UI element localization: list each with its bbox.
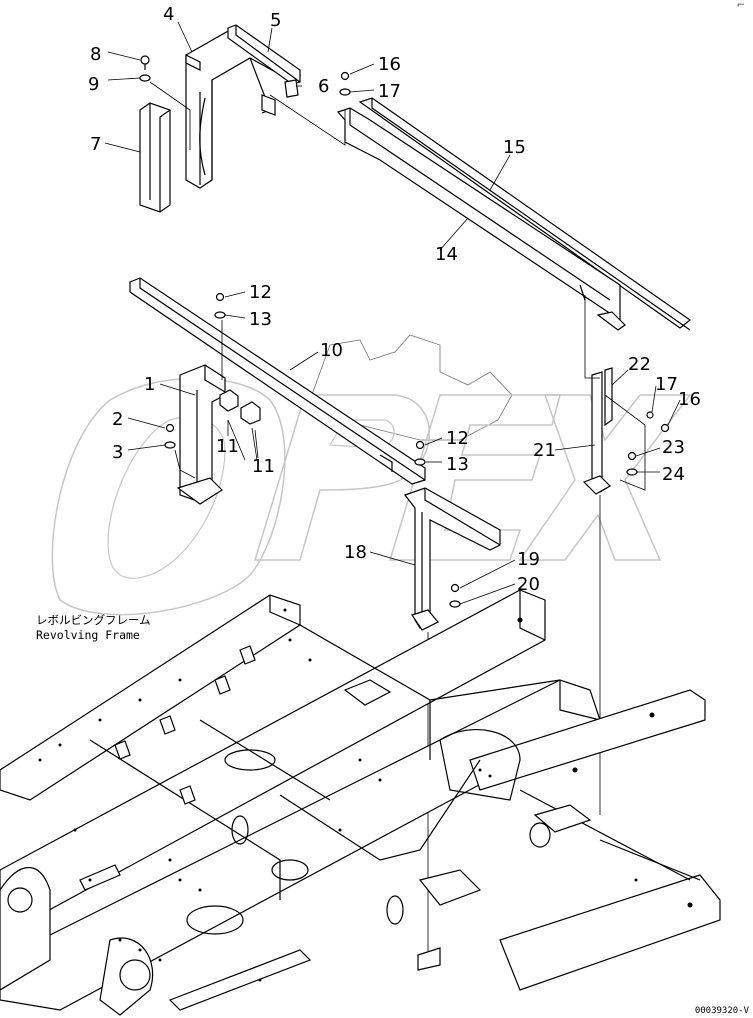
callout-13-upper: 13 bbox=[249, 309, 272, 330]
pad-7 bbox=[139, 102, 171, 213]
washer-13-upper bbox=[214, 311, 226, 319]
callout-1: 1 bbox=[144, 374, 155, 395]
callout-7: 7 bbox=[90, 134, 101, 155]
callout-14: 14 bbox=[435, 244, 458, 265]
callout-5: 5 bbox=[270, 10, 281, 31]
callout-20: 20 bbox=[517, 574, 540, 595]
leader-bolt-path bbox=[149, 81, 191, 150]
corner-mark: ⌐ bbox=[736, 0, 745, 11]
drawing-number: 00039320-V bbox=[694, 1006, 749, 1016]
washer-24 bbox=[626, 468, 638, 476]
callout-23: 23 bbox=[662, 437, 685, 458]
callout-labels: 4 5 8 9 7 6 16 17 15 14 12 13 10 1 2 3 1… bbox=[88, 4, 701, 595]
callout-2: 2 bbox=[112, 409, 123, 430]
callout-16-right: 16 bbox=[678, 389, 701, 410]
watermark-logo bbox=[51, 334, 692, 616]
support-21 bbox=[582, 371, 612, 495]
callout-6: 6 bbox=[318, 76, 329, 97]
bolt-23 bbox=[627, 451, 637, 461]
callout-10: 10 bbox=[320, 340, 343, 361]
cover-plate-6 bbox=[284, 79, 299, 98]
revolving-frame bbox=[0, 589, 721, 1016]
washer-9 bbox=[139, 74, 151, 82]
frame-label-english: Revolving Frame bbox=[36, 628, 140, 642]
bolt-16-right bbox=[660, 423, 670, 433]
callout-3: 3 bbox=[112, 442, 123, 463]
rail-5 bbox=[227, 24, 301, 85]
washer-17-top bbox=[339, 88, 351, 96]
bolt-16-top bbox=[340, 71, 350, 81]
bolt-2 bbox=[165, 423, 175, 433]
leader-plate-6 bbox=[269, 94, 346, 146]
callout-21: 21 bbox=[533, 440, 556, 461]
bolt-12-upper bbox=[215, 292, 225, 302]
callout-16-top: 16 bbox=[378, 54, 401, 75]
callout-12-upper: 12 bbox=[249, 282, 272, 303]
callout-22: 22 bbox=[628, 354, 651, 375]
leader-lines bbox=[104, 21, 681, 605]
support-1 bbox=[176, 364, 226, 505]
callout-18: 18 bbox=[344, 542, 367, 563]
callout-19: 19 bbox=[517, 549, 540, 570]
bolt-8 bbox=[140, 55, 150, 70]
bracket-14 bbox=[336, 107, 626, 331]
leader-support-1 bbox=[174, 320, 223, 479]
pad-11b bbox=[240, 401, 261, 425]
callout-11-b: 11 bbox=[252, 456, 275, 477]
bolt-12-lower bbox=[415, 440, 425, 450]
callout-12-lower: 12 bbox=[446, 428, 469, 449]
rail-15 bbox=[358, 97, 692, 331]
callout-17-top: 17 bbox=[378, 81, 401, 102]
support-18 bbox=[404, 487, 501, 631]
cross-beam-10 bbox=[129, 277, 426, 485]
callout-9: 9 bbox=[88, 74, 99, 95]
callout-15: 15 bbox=[503, 137, 526, 158]
callout-4: 4 bbox=[163, 4, 174, 25]
washer-20 bbox=[449, 600, 461, 608]
bolt-17-right bbox=[646, 411, 654, 419]
callout-13-lower: 13 bbox=[446, 454, 469, 475]
leader-support-21 bbox=[584, 295, 646, 491]
washer-3 bbox=[164, 441, 176, 449]
callout-17-right: 17 bbox=[655, 374, 678, 395]
leader-pad-11 bbox=[227, 419, 258, 461]
callout-11-a: 11 bbox=[216, 436, 239, 457]
bolt-19 bbox=[450, 583, 460, 593]
frame-label-japanese: レボルビングフレーム bbox=[36, 613, 151, 627]
plate-22 bbox=[604, 367, 613, 427]
washer-13-lower bbox=[414, 458, 426, 466]
revolving-frame-label: レボルビングフレーム Revolving Frame bbox=[36, 613, 151, 643]
callout-8: 8 bbox=[90, 44, 101, 65]
pad-11a bbox=[219, 389, 239, 412]
callout-24: 24 bbox=[662, 464, 685, 485]
bracket-4-assembly bbox=[185, 29, 302, 189]
